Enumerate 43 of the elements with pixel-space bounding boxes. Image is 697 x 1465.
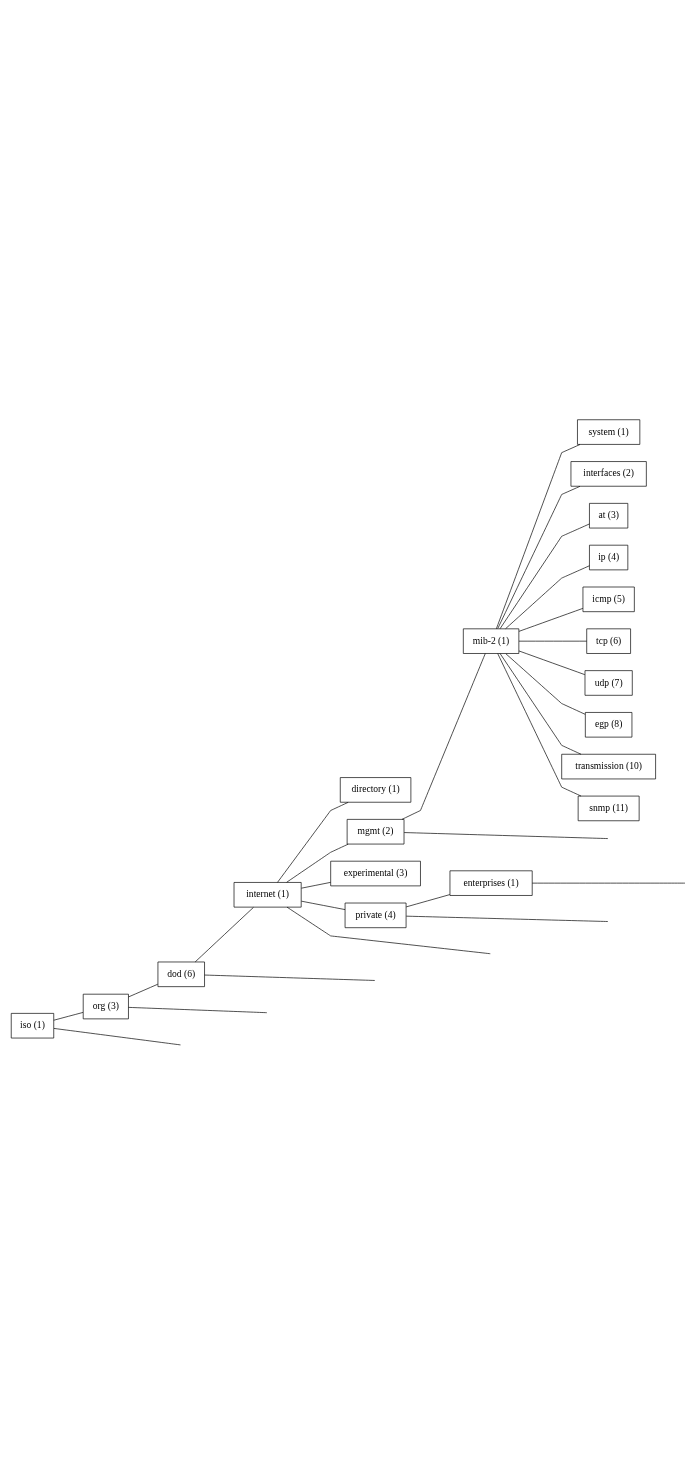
connector [505,565,590,630]
node-box: ip (4) [589,544,629,571]
connector [496,444,581,630]
node-box: private (4) [344,902,407,929]
connector [53,1012,84,1021]
connector [518,640,588,642]
node-box: snmp (11) [577,795,640,822]
connector [277,802,349,883]
connector [286,843,349,883]
connector [403,832,609,839]
node-box: dod (6) [157,961,205,987]
connector [497,486,581,629]
connector [401,653,486,820]
node-box: iso (1) [10,1013,55,1039]
connector [497,653,582,797]
node-box: udp (7) [584,670,633,696]
node-box: mgmt (2) [346,819,405,845]
connector [405,915,609,922]
connector [301,882,331,889]
connector [128,983,159,998]
connector [301,900,346,910]
node-box: at (3) [589,503,629,529]
connector [505,653,586,715]
node-box: internet (1) [233,882,302,908]
connector [194,907,254,963]
node-box: org (3) [82,993,129,1020]
node-box: egp (8) [585,712,633,738]
node-box: enterprises (1) [449,870,533,896]
node-box: icmp (5) [582,586,635,613]
connector [499,653,582,755]
connector [204,974,376,981]
node-box: interfaces (2) [570,461,647,487]
connector [405,894,451,908]
connector [499,523,590,630]
connector [128,1007,268,1014]
node-box: directory (1) [339,777,412,803]
node-box: transmission (10) [561,753,656,780]
node-box: system (1) [577,419,641,445]
node-box: mib-2 (1) [462,628,520,654]
node-box: tcp (6) [586,628,631,654]
connector [518,650,586,675]
node-box: experimental (3) [330,860,421,887]
connector [518,608,584,632]
